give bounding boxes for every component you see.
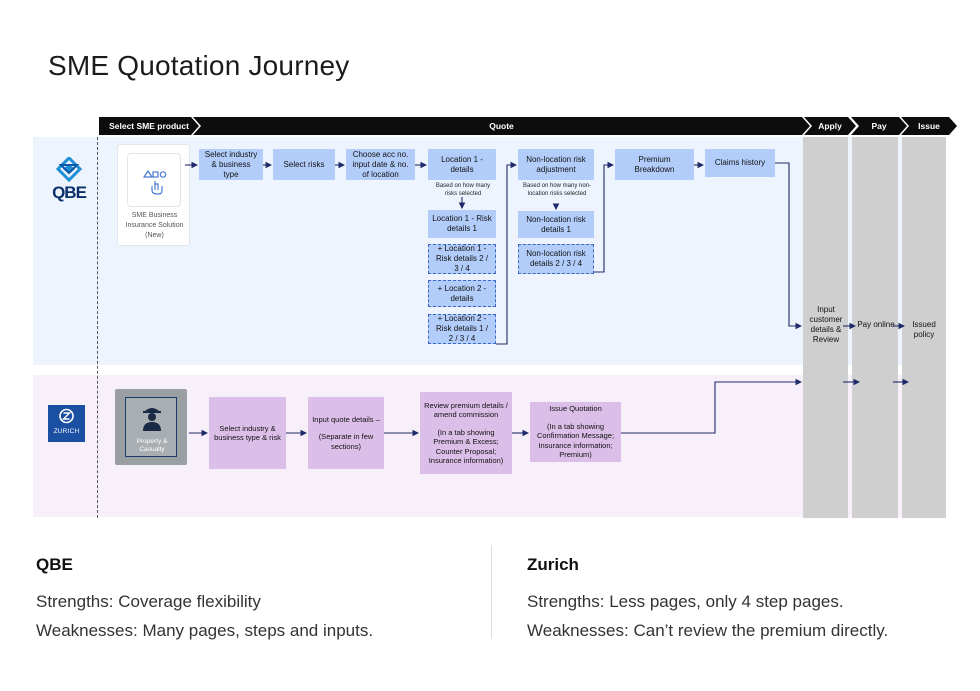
- qbe-step-choose-acc[interactable]: Choose acc no. input date & no. of locat…: [346, 149, 415, 180]
- apply-column: [803, 137, 848, 518]
- qbe-step-location1-risk1[interactable]: Location 1 - Risk details 1: [428, 210, 496, 238]
- page-title: SME Quotation Journey: [48, 50, 350, 81]
- arrow-issue-to-apply: [621, 378, 803, 434]
- issue-step-issued-policy[interactable]: Issued policy: [912, 320, 936, 339]
- zurich-step-issue-quotation-label: Issue Quotation: [549, 404, 602, 414]
- qbe-note-nonloc-risks-selected: Based on how many non-location risks sel…: [522, 183, 592, 197]
- qbe-step-premium-breakdown[interactable]: Premium Breakdown: [615, 149, 694, 180]
- zurich-step-input-quote[interactable]: Input quote details – (Separate in few s…: [308, 397, 384, 469]
- pay-step-pay-online[interactable]: Pay online: [857, 320, 895, 329]
- zurich-emblem-icon: [59, 408, 74, 424]
- qbe-strengths: Strengths: Coverage flexibility: [36, 592, 261, 611]
- arrow-location2-to-nonloc: [496, 161, 518, 345]
- zurich-product-frame: Property & Casualty: [125, 397, 177, 457]
- issue-column: [902, 137, 946, 518]
- qbe-step-location2-risk[interactable]: + Location 2 - Risk details 1 / 2 / 3 / …: [428, 314, 496, 344]
- zurich-step-input-quote-note: (Separate in few sections): [318, 432, 374, 451]
- touch-icon: [127, 153, 181, 207]
- product-divider: [97, 137, 98, 518]
- worker-icon: [143, 408, 161, 431]
- qbe-step-select-risks[interactable]: Select risks: [273, 149, 335, 180]
- qbe-summary-heading: QBE: [36, 555, 73, 574]
- qbe-step-nonloc-details1[interactable]: Non-location risk details 1: [518, 211, 594, 238]
- zurich-step-issue-quotation-note: (In a tab showing Confirmation Message; …: [536, 421, 615, 460]
- zurich-step-review-premium-note: (In a tab showing Premium & Excess; Coun…: [428, 427, 504, 466]
- zurich-product-label: Property & Casualty: [136, 438, 168, 453]
- zurich-product-card[interactable]: Property & Casualty: [115, 389, 187, 465]
- zurich-step-select-industry[interactable]: Select industry & business type & risk: [209, 397, 286, 469]
- summary-divider: [491, 545, 492, 639]
- qbe-emblem-icon: [55, 155, 83, 183]
- qbe-step-claims-history[interactable]: Claims history: [705, 149, 775, 177]
- phase-select-product: Select SME product: [99, 117, 199, 135]
- phase-pay: Pay: [851, 117, 907, 135]
- zurich-step-issue-quotation[interactable]: Issue Quotation (In a tab showing Confir…: [530, 402, 621, 462]
- zurich-weaknesses: Weaknesses: Can’t review the premium dir…: [527, 621, 889, 640]
- qbe-product-card[interactable]: SME Business Insurance Solution (New): [117, 144, 190, 246]
- zurich-logo: ZURICH: [48, 405, 85, 442]
- zurich-summary: Zurich Strengths: Less pages, only 4 ste…: [527, 555, 888, 645]
- qbe-step-location1-details[interactable]: Location 1 - details: [428, 149, 496, 180]
- phase-quote: Quote: [193, 117, 810, 135]
- qbe-logo-text: QBE: [52, 183, 87, 202]
- qbe-summary: QBE Strengths: Coverage flexibility Weak…: [36, 555, 373, 645]
- qbe-step-select-industry[interactable]: Select industry & business type: [199, 149, 263, 180]
- qbe-step-location2-details[interactable]: + Location 2 - details: [428, 280, 496, 307]
- qbe-step-nonloc-details234[interactable]: Non-location risk details 2 / 3 / 4: [518, 244, 594, 274]
- qbe-product-label: SME Business Insurance Solution (New): [125, 212, 184, 239]
- arrow-claims-to-apply: [775, 162, 803, 330]
- qbe-note-risks-selected: Based on how many risks selected: [435, 183, 491, 197]
- phase-apply: Apply: [804, 117, 856, 135]
- qbe-step-location1-risk234[interactable]: + Location 1 - Risk details 2 / 3 / 4: [428, 244, 496, 274]
- zurich-step-review-premium-label: Review premium details / amend commissio…: [424, 400, 508, 420]
- qbe-weaknesses: Weaknesses: Many pages, steps and inputs…: [36, 621, 374, 640]
- qbe-step-nonloc-adjustment[interactable]: Non-location risk adjustment: [518, 149, 594, 180]
- zurich-step-input-quote-label: Input quote details –: [312, 414, 380, 424]
- apply-step-input-customer[interactable]: Input customer details & Review: [809, 305, 843, 344]
- zurich-summary-heading: Zurich: [527, 555, 579, 574]
- zurich-logo-text: ZURICH: [53, 428, 80, 435]
- zurich-step-select-industry-label: Select industry & business type & risk: [214, 423, 281, 443]
- arrow-nonloc-to-premium: [594, 161, 615, 273]
- zurich-strengths: Strengths: Less pages, only 4 step pages…: [527, 592, 844, 611]
- pay-column: [852, 137, 898, 518]
- zurich-step-review-premium[interactable]: Review premium details / amend commissio…: [420, 392, 512, 474]
- qbe-logo: QBE: [49, 155, 89, 205]
- phase-issue: Issue: [901, 117, 957, 135]
